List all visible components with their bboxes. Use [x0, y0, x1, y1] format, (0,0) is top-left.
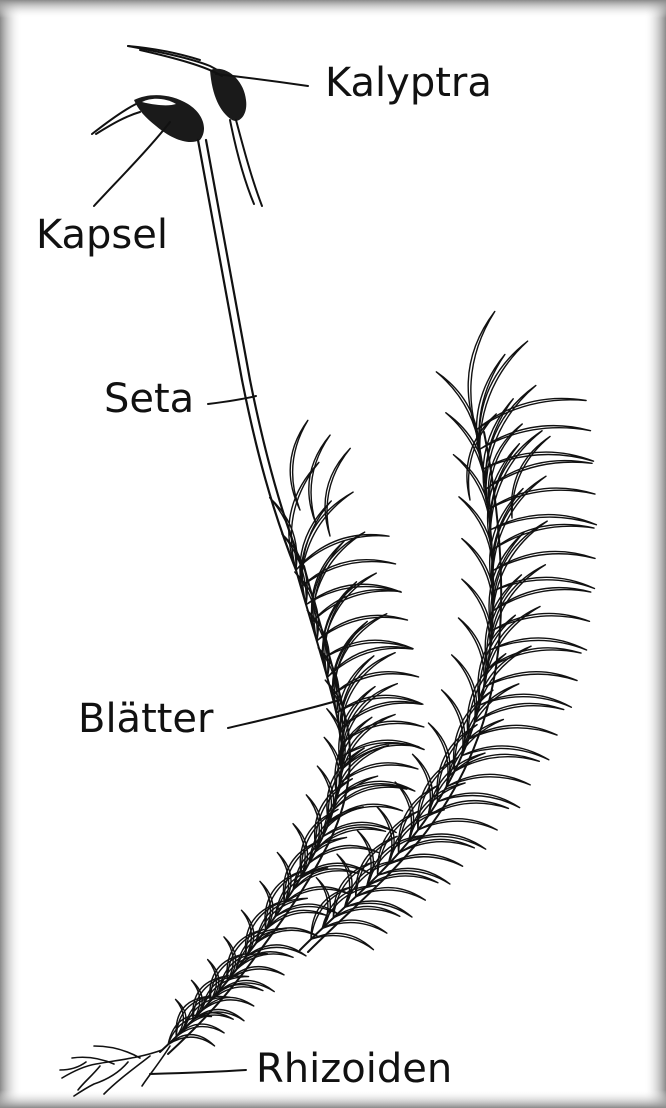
frame-shadow-top [0, 0, 666, 18]
frame-shadow-left [0, 0, 22, 1108]
frame-shadow-right [644, 0, 666, 1108]
label-text-blaetter: Blätter [78, 696, 214, 742]
label-text-kapsel: Kapsel [36, 212, 168, 258]
label-text-rhizoiden: Rhizoiden [256, 1046, 452, 1092]
frame-shadow-bottom [0, 1090, 666, 1108]
label-text-kalyptra: Kalyptra [325, 60, 492, 106]
label-text-seta: Seta [104, 376, 194, 422]
